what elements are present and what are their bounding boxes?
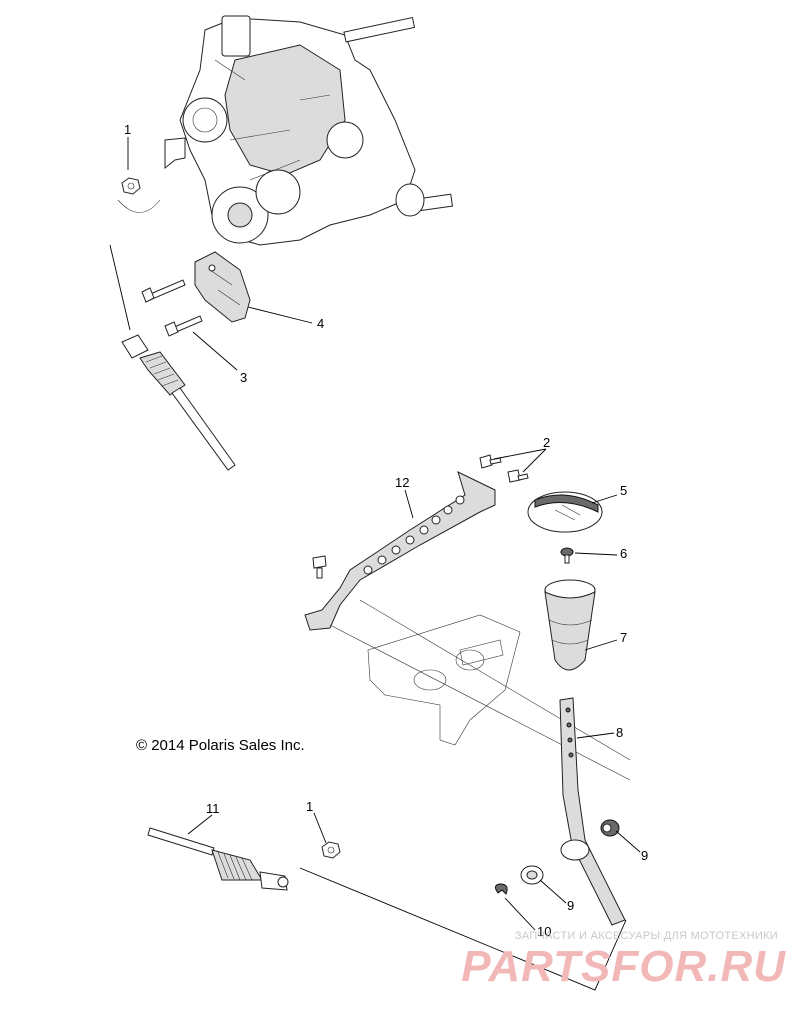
callout-12: 12 [395,475,409,490]
screw-2-right [507,469,529,483]
callout-2: 2 [543,435,550,450]
shift-cable-end-top [121,334,236,471]
callout-1-top: 1 [124,122,131,137]
callout-5: 5 [620,483,627,498]
nut-1-top [117,177,161,213]
callout-9-lower: 9 [567,898,574,913]
callout-9-right: 9 [641,848,648,863]
bolt-3-upper [141,279,186,303]
screw-2-left [479,454,502,469]
callout-4: 4 [317,316,324,331]
knob-cap-5 [527,491,603,533]
shift-lever-8 [559,697,626,926]
callout-11: 11 [206,801,220,816]
shift-cable-11 [147,827,289,891]
callout-8: 8 [616,725,623,740]
callout-3: 3 [240,370,247,385]
clip-10 [494,883,508,895]
transmission-assembly [164,15,453,246]
console-bracket [329,599,631,781]
mount-plate-12 [304,471,496,631]
copyright-text: © 2014 Polaris Sales Inc. [136,737,305,754]
bracket-4 [194,251,251,323]
screw-12-left [312,555,327,579]
watermark-brand: PARTSFOR.RU [461,942,786,991]
bushing-9-lower [520,865,544,885]
bolt-3-lower [164,315,203,337]
callout-7: 7 [620,630,627,645]
bushing-9-right [600,819,620,837]
nut-1-bottom [321,841,341,859]
callout-10: 10 [537,924,551,939]
shift-knob-7 [544,579,596,671]
leader-lines [127,137,641,931]
screw-6 [560,547,574,564]
callout-1-bottom: 1 [306,799,313,814]
callout-6: 6 [620,546,627,561]
watermark-tagline: ЗАПЧАСТИ И АКСЕСУАРЫ ДЛЯ МОТОТЕХНИКИ [514,930,778,942]
